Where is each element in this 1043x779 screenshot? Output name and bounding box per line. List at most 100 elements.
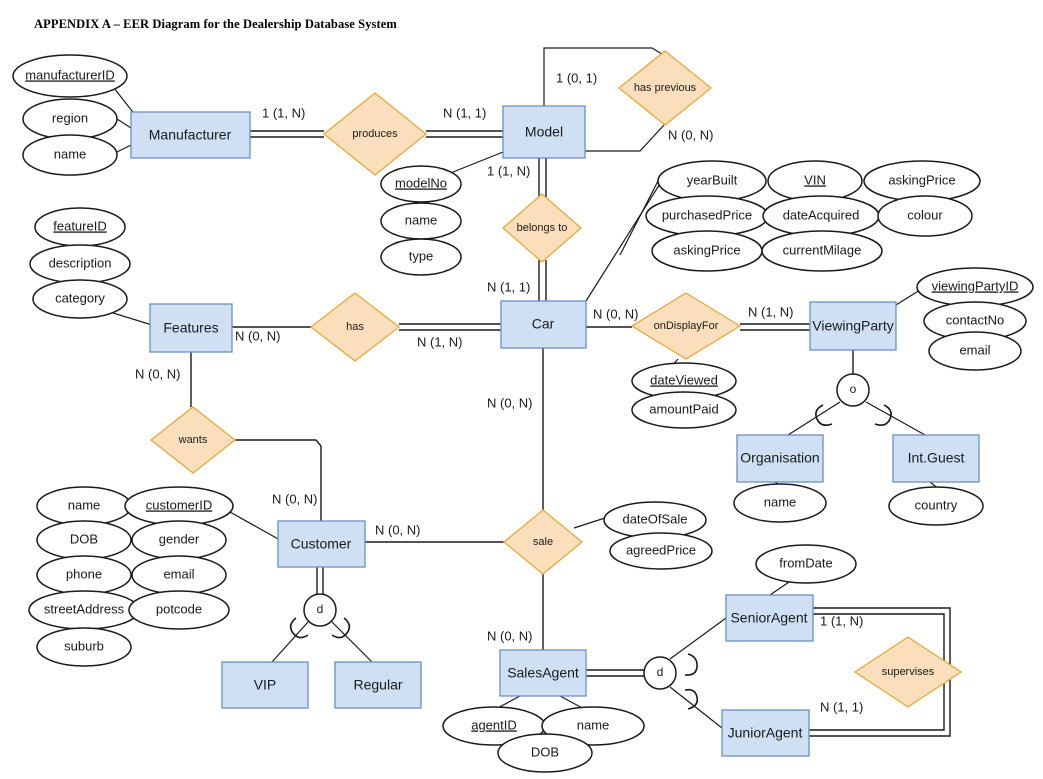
cardinality-label: N (0, N) — [487, 395, 533, 410]
entity-customer[interactable]: Customer — [277, 520, 366, 568]
cardinality-label: 1 (1, N) — [487, 163, 530, 178]
attribute-label: VIN — [804, 172, 826, 187]
entity-viewingparty[interactable]: ViewingParty — [809, 301, 897, 351]
attribute-viewingPartyID: viewingPartyID — [916, 267, 1034, 307]
attribute-fromDate: fromDate — [755, 544, 857, 584]
subset-arc-regular-icon — [331, 617, 351, 639]
attribute-label: featureID — [53, 218, 106, 233]
attribute-featureID: featureID — [34, 207, 126, 247]
cardinality-label: 1 (1, N) — [262, 105, 305, 120]
attribute-label: country — [915, 497, 958, 512]
entity-label: ViewingParty — [812, 318, 893, 334]
attribute-label: streetAddress — [44, 601, 125, 616]
relationship-wants[interactable]: wants — [149, 406, 237, 474]
line-customerID-customer — [229, 511, 281, 541]
attribute-description: description — [29, 244, 131, 284]
line-featureattrs-features — [109, 311, 153, 326]
cardinality-label: N (1, 1) — [820, 699, 863, 714]
entity-label: Manufacturer — [149, 127, 232, 143]
attribute-label: DOB — [531, 744, 559, 759]
attribute-yearBuilt: yearBuilt — [657, 160, 767, 202]
attribute-customerID: customerID — [124, 486, 234, 526]
relationship-label: wants — [178, 434, 208, 446]
entity-features[interactable]: Features — [149, 303, 233, 353]
relationship-has-previous[interactable]: has previous — [617, 50, 713, 126]
line-car-attributes-fan2 — [619, 180, 659, 256]
specialization-label: o — [850, 382, 857, 396]
relationship-label: belongs to — [517, 222, 568, 234]
cardinality-label: N (0, N) — [135, 366, 181, 381]
entity-manufacturer[interactable]: Manufacturer — [130, 111, 251, 159]
attribute-nodes: manufacturerID region name modelNo name … — [12, 54, 1034, 773]
attribute-label: contactNo — [946, 312, 1005, 327]
relationship-produces[interactable]: produces — [322, 92, 428, 176]
attribute-agentID: agentID — [442, 706, 546, 746]
attribute-agreedPrice: agreedPrice — [609, 532, 713, 570]
attribute-label: name — [577, 717, 610, 732]
attribute-gender: gender — [131, 520, 227, 560]
cardinality-label: N (1, N) — [417, 334, 463, 349]
relationship-nodes: produces has previous belongs to has onD… — [149, 50, 963, 708]
relationship-sale[interactable]: sale — [502, 509, 584, 575]
entity-salesagent[interactable]: SalesAgent — [499, 649, 587, 697]
entity-organisation[interactable]: Organisation — [736, 434, 824, 483]
cardinality-label: N (0, N) — [487, 628, 533, 643]
attribute-label: phone — [66, 566, 102, 581]
entity-intguest[interactable]: Int.Guest — [892, 434, 980, 483]
attribute-VIN: VIN — [767, 160, 863, 202]
line-modelNo-model — [447, 151, 504, 175]
relationship-belongs-to[interactable]: belongs to — [502, 193, 582, 263]
cardinality-label: 1 (1, N) — [820, 613, 863, 628]
entity-senioragent[interactable]: SeniorAgent — [725, 594, 814, 642]
attribute-label: agreedPrice — [626, 542, 696, 557]
entity-label: SeniorAgent — [730, 610, 807, 626]
entity-car[interactable]: Car — [500, 300, 587, 349]
entity-label: Regular — [353, 677, 402, 693]
attribute-customer-name: name — [36, 486, 132, 526]
entity-junioragent[interactable]: JuniorAgent — [721, 709, 810, 757]
attribute-label: potcode — [156, 601, 202, 616]
attribute-amountPaid: amountPaid — [631, 391, 737, 429]
attribute-label: email — [959, 342, 990, 357]
attribute-suburb: suburb — [36, 627, 132, 667]
relationship-label: produces — [352, 128, 398, 140]
connector-lines — [109, 47, 961, 737]
cardinality-label: N (0, N) — [235, 328, 281, 343]
attribute-label: name — [54, 146, 87, 161]
entity-label: Features — [163, 320, 218, 336]
attribute-label: colour — [907, 207, 943, 222]
relationship-has[interactable]: has — [309, 292, 401, 362]
line-car-attributes-fan — [585, 170, 669, 302]
entity-model[interactable]: Model — [502, 105, 586, 159]
attribute-streetAddress: streetAddress — [28, 590, 140, 630]
cardinality-label: 1 (0, 1) — [556, 70, 597, 85]
line-d-regular — [331, 621, 373, 663]
attribute-potcode: potcode — [128, 590, 230, 630]
attribute-model-type: type — [380, 238, 462, 276]
entity-label: Customer — [291, 536, 352, 552]
attribute-model-name: name — [380, 202, 462, 240]
cardinality-label: N (1, 1) — [443, 105, 486, 120]
attribute-label: dateViewed — [650, 372, 718, 387]
entity-vip[interactable]: VIP — [221, 661, 309, 709]
attribute-askingPrice-top: askingPrice — [863, 160, 981, 202]
attribute-label: agentID — [471, 717, 517, 732]
entity-regular[interactable]: Regular — [334, 661, 422, 709]
relationship-supervises[interactable]: supervises — [853, 636, 963, 708]
entity-label: Int.Guest — [908, 450, 965, 466]
subset-arc-senioragent-icon — [684, 653, 698, 676]
relationship-onDisplayFor[interactable]: onDisplayFor — [630, 292, 742, 360]
relationship-label: has previous — [634, 82, 697, 94]
cardinality-labels: 1 (1, N) N (1, 1) 1 (0, 1) N (0, N) 1 (1… — [135, 70, 863, 714]
attribute-label: email — [163, 566, 194, 581]
line-d-vip — [271, 621, 309, 663]
attribute-intguest-country: country — [888, 486, 984, 526]
attribute-phone: phone — [36, 555, 132, 595]
line-o-organisation — [787, 401, 841, 436]
line-model-hasprevious-top — [543, 47, 666, 106]
attribute-currentMilage: currentMilage — [761, 230, 883, 272]
cardinality-label: N (0, N) — [668, 127, 714, 142]
attribute-label: dateAcquired — [783, 207, 860, 222]
attribute-label: purchasedPrice — [662, 207, 752, 222]
